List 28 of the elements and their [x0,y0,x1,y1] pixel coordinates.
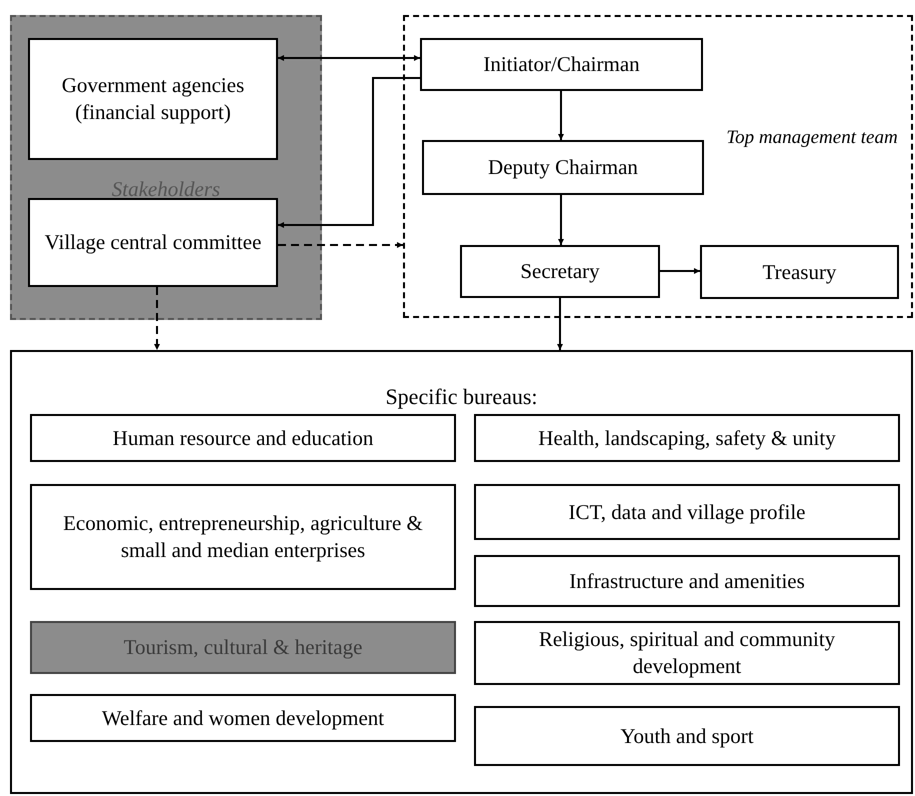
group-frame [403,15,913,318]
process-box: Religious, spiritual and community development [474,621,900,685]
arrow [278,77,420,228]
process-box: Health, landscaping, safety & unity [474,414,900,462]
process-box: Initiator/Chairman [420,38,703,91]
process-box: Deputy Chairman [422,140,704,195]
arrow [557,298,563,350]
arrow [278,55,420,61]
arrow [154,287,160,350]
group-label: Top management team [725,126,899,150]
arrow [660,268,700,274]
group-frame [10,15,322,320]
arrow [278,242,403,248]
process-box: Secretary [460,245,660,298]
group-label: Specific bureaus: [384,383,539,411]
process-box: Human resource and education [30,414,456,462]
group-frame [10,350,913,794]
process-box: Government agencies (financial support) [28,38,278,160]
arrow [558,195,564,245]
process-box: Tourism, cultural & heritage [30,621,456,674]
process-box: Welfare and women development [30,694,456,742]
process-box: Youth and sport [474,706,900,766]
process-box: ICT, data and village profile [474,484,900,540]
process-box: Village central committee [28,198,278,287]
process-box: Infrastructure and amenities [474,555,900,607]
process-box: Treasury [700,245,899,299]
arrow [558,91,564,140]
process-box: Economic, entrepreneurship, agriculture & small and median enterprises [30,484,456,590]
